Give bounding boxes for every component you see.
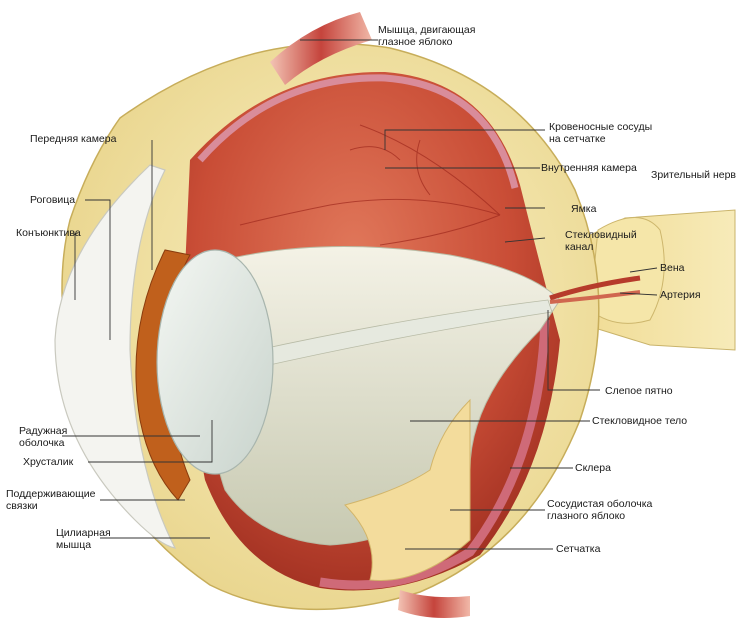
label-blind-spot: Слепое пятно <box>605 385 673 397</box>
label-inner-chamber: Внутренняя камера <box>541 162 637 174</box>
vein-shape <box>549 275 641 301</box>
label-anterior-chamber: Передняя камера <box>30 133 117 145</box>
label-conjunctiva: Конъюнктива <box>16 227 81 239</box>
label-cornea: Роговица <box>30 194 76 206</box>
lower-muscle <box>398 590 470 618</box>
label-retina: Сетчатка <box>556 543 601 555</box>
upper-muscle <box>270 12 372 85</box>
lens-shape <box>156 249 274 475</box>
retinal-vessels <box>239 124 501 246</box>
label-vein: Вена <box>660 262 685 274</box>
vitreous-canal-shape <box>234 299 553 373</box>
label-lens: Хрусталик <box>23 456 74 468</box>
label-sclera: Склера <box>575 462 611 474</box>
label-vitreous-body: Стекловидное тело <box>592 415 688 427</box>
leader-lines <box>62 39 658 550</box>
label-fovea: Ямка <box>571 203 597 215</box>
retina-rim <box>319 319 550 590</box>
retina-flap <box>344 398 471 581</box>
label-optic-nerve: Зрительный нерв <box>651 169 736 181</box>
choroid-rim <box>197 74 519 189</box>
label-artery: Артерия <box>660 289 701 301</box>
cornea-shape <box>54 164 177 549</box>
